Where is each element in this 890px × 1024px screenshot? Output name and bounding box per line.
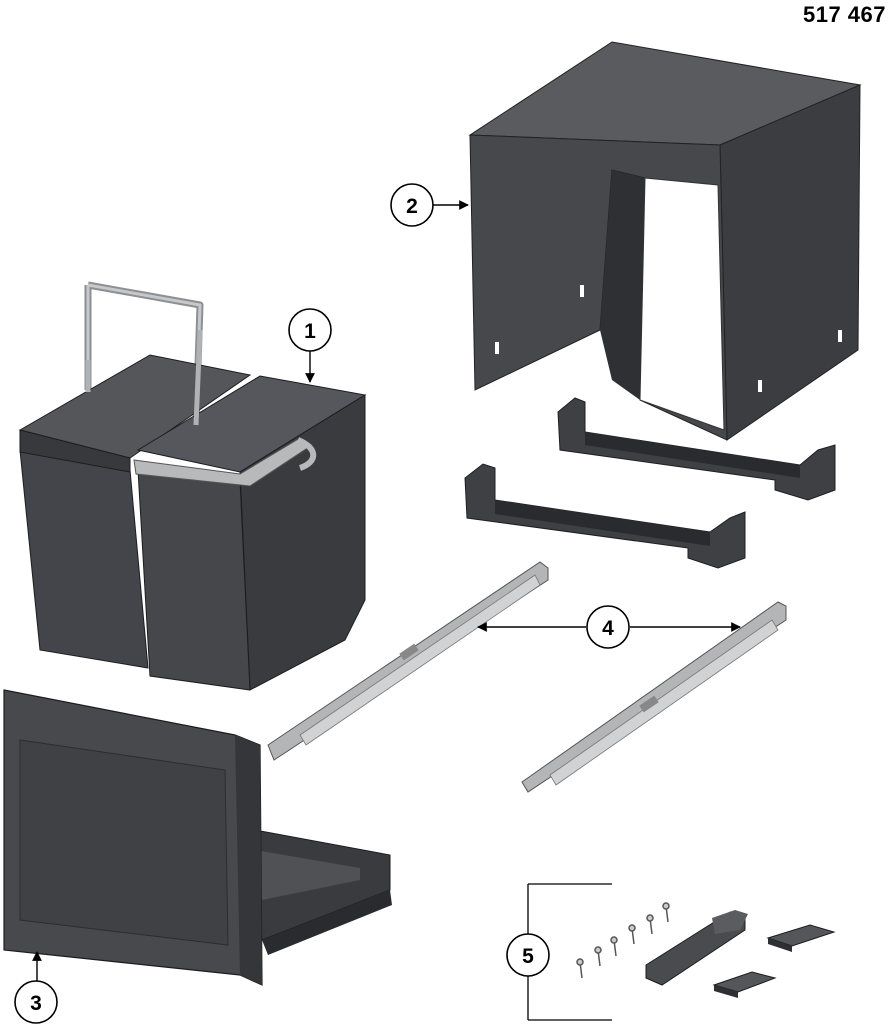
- callout-4: 4: [586, 605, 630, 649]
- front-panel: [3, 689, 392, 986]
- upper-bracket: [557, 397, 836, 501]
- runner-left: [267, 561, 549, 761]
- runner-right: [521, 601, 787, 793]
- callout-2: 2: [390, 183, 434, 227]
- screws: [576, 902, 670, 979]
- lower-bracket: [464, 463, 746, 569]
- callout-3: 3: [14, 980, 58, 1024]
- callout-1: 1: [288, 308, 332, 352]
- callout-3-label: 3: [30, 992, 42, 1015]
- callout-5-label: 5: [522, 945, 534, 968]
- callout-4-label: 4: [602, 617, 614, 640]
- fitting-kit: [527, 883, 836, 1021]
- callout-2-label: 2: [406, 195, 418, 218]
- callout-1-label: 1: [304, 320, 316, 343]
- part-number: 517 467: [802, 2, 886, 27]
- waste-bins: [18, 281, 367, 691]
- leader-lines: [32, 200, 741, 983]
- callout-5: 5: [506, 933, 550, 977]
- cover-frame: [468, 41, 862, 441]
